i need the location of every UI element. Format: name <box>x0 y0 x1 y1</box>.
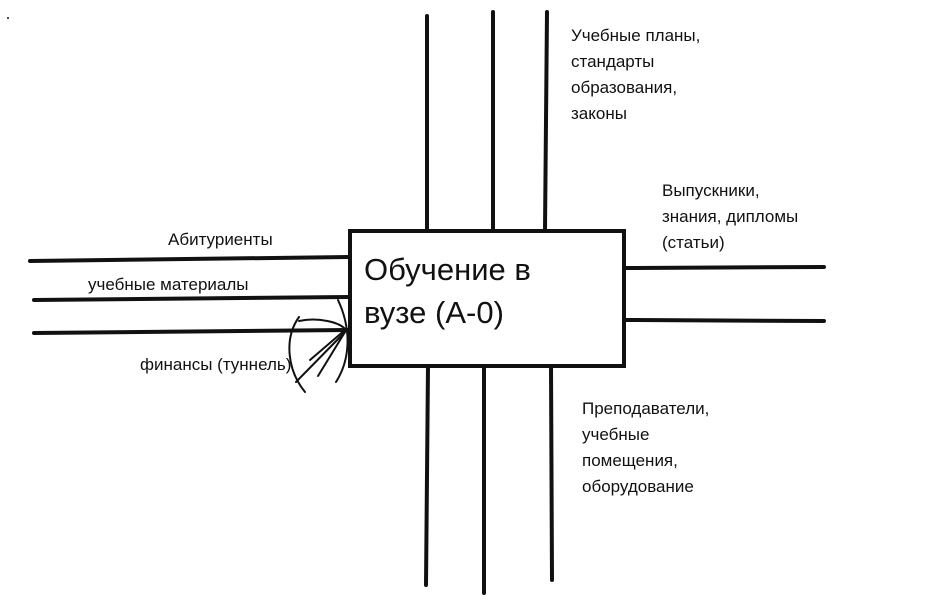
input-arrow-finance <box>32 328 351 335</box>
input-label-materials: учебные материалы <box>88 275 249 294</box>
function-box <box>348 229 626 368</box>
input-label-finance: финансы (туннель) <box>140 355 292 374</box>
tunnel-scribble <box>288 299 349 393</box>
mechanism-arrow-3 <box>549 364 554 582</box>
input-label-applicants: Абитуриенты <box>168 230 273 249</box>
output-arrow-2 <box>623 318 826 323</box>
control-label: Учебные планы, стандарты образования, за… <box>571 26 701 123</box>
function-box-title: Обучение в вузе (А-0) <box>364 252 531 330</box>
stray-dot <box>7 17 9 19</box>
mechanism-arrow-1 <box>424 364 430 587</box>
output-arrow-1 <box>623 265 826 270</box>
mechanism-label: Преподаватели, учебные помещения, оборуд… <box>582 399 710 496</box>
output-label: Выпускники, знания, дипломы (статьи) <box>662 181 799 252</box>
control-arrow-3 <box>543 10 549 232</box>
input-arrow-materials <box>32 295 351 302</box>
input-arrow-applicants <box>28 255 351 263</box>
